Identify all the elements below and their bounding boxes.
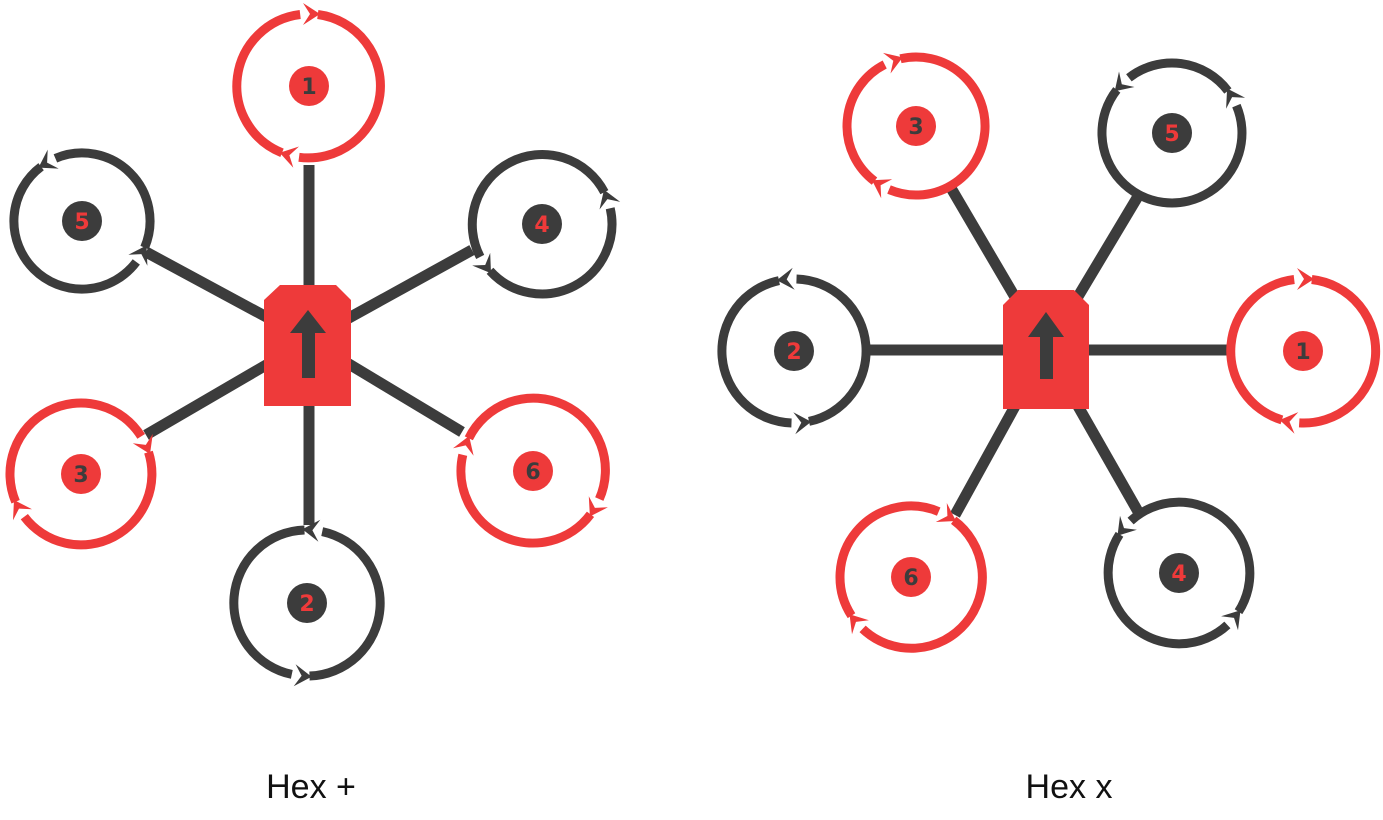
rotation-ring-segment xyxy=(232,10,301,157)
forward-arrow-icon xyxy=(290,310,326,378)
motor-number: 6 xyxy=(903,566,918,591)
counterclockwise-arrow-icon xyxy=(302,519,321,542)
motor-6: 6 xyxy=(835,501,987,653)
motor-number: 2 xyxy=(786,340,801,365)
motor-hub xyxy=(896,106,936,146)
motor-number: 5 xyxy=(74,210,89,235)
rotation-ring-segment xyxy=(842,60,887,185)
motor-number: 5 xyxy=(1164,122,1179,147)
rotation-ring-segment xyxy=(298,10,385,163)
counterclockwise-arrow-icon xyxy=(599,189,621,210)
clockwise-arrow-icon xyxy=(453,436,474,456)
counterclockwise-arrow-icon xyxy=(1114,71,1135,92)
rotation-ring-segment xyxy=(464,393,610,501)
motor-2: 2 xyxy=(229,519,385,687)
clockwise-arrow-icon xyxy=(849,614,869,635)
motor-hub xyxy=(61,454,101,494)
motor-6: 6 xyxy=(453,393,610,548)
counterclockwise-arrow-icon xyxy=(128,245,148,266)
motor-hub xyxy=(522,204,562,244)
rotation-ring-segment xyxy=(1226,275,1295,425)
rotation-ring-segment xyxy=(1126,58,1232,94)
rotation-ring-segment xyxy=(1127,497,1255,615)
motor-number: 6 xyxy=(525,460,540,485)
rotation-ring-segment xyxy=(717,276,792,428)
motor-number: 3 xyxy=(73,463,88,488)
counterclockwise-arrow-icon xyxy=(793,412,812,435)
clockwise-arrow-icon xyxy=(935,503,956,522)
clockwise-arrow-icon xyxy=(279,146,299,168)
motor-number: 3 xyxy=(908,115,923,140)
motor-hub xyxy=(1159,553,1199,593)
clockwise-arrow-icon xyxy=(132,433,153,454)
hex-plus-diagram: 1 5 4 3 6 2 xyxy=(5,3,621,687)
rotation-ring-segment xyxy=(5,398,146,504)
motor-hub xyxy=(1283,331,1323,371)
rotation-ring-segment xyxy=(456,453,595,548)
clockwise-arrow-icon xyxy=(872,179,893,199)
clockwise-arrow-icon xyxy=(588,496,608,517)
rotation-ring-segment xyxy=(796,274,871,426)
motor-number: 1 xyxy=(1295,340,1310,365)
motor-1: 1 xyxy=(232,3,385,168)
motor-number: 1 xyxy=(301,75,316,100)
rotation-ring-segment xyxy=(887,52,990,200)
motor-3: 3 xyxy=(5,398,157,550)
rotation-ring-segment xyxy=(309,527,385,681)
motor-2: 2 xyxy=(717,267,871,435)
counterclockwise-arrow-icon xyxy=(776,267,795,290)
motor-hub xyxy=(513,451,553,491)
motor-hub xyxy=(289,66,329,106)
motor-number: 4 xyxy=(534,213,549,238)
counterclockwise-arrow-icon xyxy=(1226,88,1246,109)
motor-number: 2 xyxy=(299,592,314,617)
motor-hub xyxy=(62,201,102,241)
counterclockwise-arrow-icon xyxy=(1221,610,1241,631)
motor-number: 4 xyxy=(1171,562,1186,587)
rotation-ring-segment xyxy=(229,525,305,679)
counterclockwise-arrow-icon xyxy=(293,664,312,687)
motor-hub xyxy=(1152,113,1192,153)
motor-4: 4 xyxy=(1103,497,1255,649)
hex-x-label: Hex x xyxy=(1025,768,1113,806)
motor-hub xyxy=(774,331,814,371)
motor-5: 5 xyxy=(1097,58,1247,208)
counterclockwise-arrow-icon xyxy=(38,149,59,169)
counterclockwise-arrow-icon xyxy=(1117,515,1137,536)
rotation-ring-segment xyxy=(467,150,609,259)
flight-controller xyxy=(264,285,351,406)
rotation-ring-segment xyxy=(1103,531,1231,649)
motor-5: 5 xyxy=(9,148,155,294)
flight-controller xyxy=(1003,290,1089,409)
counterclockwise-arrow-icon xyxy=(472,252,491,274)
clockwise-arrow-icon xyxy=(1279,412,1299,434)
rotation-ring-segment xyxy=(53,148,155,250)
rotation-ring-segment xyxy=(486,207,617,299)
clockwise-arrow-icon xyxy=(1297,268,1314,290)
motor-hub xyxy=(891,557,931,597)
hex-x-diagram: 3 5 2 1 6 4 xyxy=(717,52,1381,653)
rotation-ring-segment xyxy=(9,163,140,294)
forward-arrow-icon xyxy=(1028,312,1064,379)
clockwise-arrow-icon xyxy=(13,500,32,521)
clockwise-arrow-icon xyxy=(303,3,320,25)
clockwise-arrow-icon xyxy=(883,52,903,74)
hex-plus-label: Hex + xyxy=(266,768,356,806)
motor-1: 1 xyxy=(1226,268,1381,434)
rotation-ring-segment xyxy=(835,501,941,619)
motor-hub xyxy=(287,583,327,623)
rotation-ring-segment xyxy=(859,516,987,653)
rotation-ring-segment xyxy=(20,450,157,550)
motor-3: 3 xyxy=(842,52,990,200)
rotation-ring-segment xyxy=(1298,275,1381,428)
motor-4: 4 xyxy=(467,150,621,299)
rotation-ring-segment xyxy=(1097,87,1247,208)
